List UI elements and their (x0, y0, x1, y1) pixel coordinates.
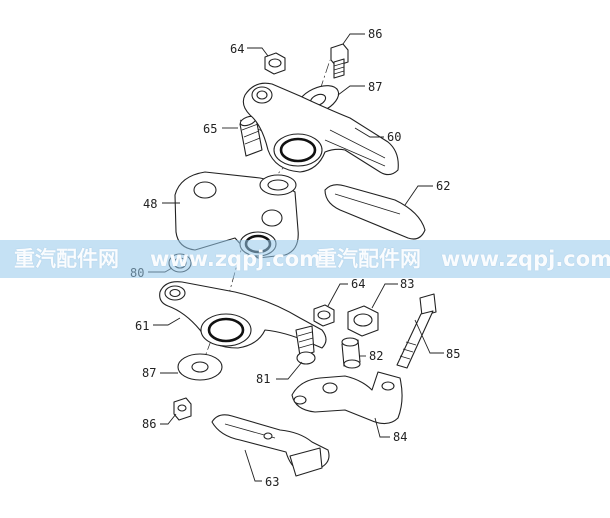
label-60: 60 (387, 130, 401, 144)
part-62-rocker-pad (324, 184, 426, 240)
part-64-nut-lower (313, 304, 335, 327)
part-87-washer-lower (177, 353, 223, 381)
watermark-text-3: 重汽配件网 (316, 247, 421, 271)
label-81: 81 (256, 372, 270, 386)
part-65-pin (239, 115, 263, 157)
label-64-lower: 64 (351, 277, 365, 291)
label-63: 63 (265, 475, 279, 489)
watermark-band (0, 240, 610, 278)
label-64-top: 64 (230, 42, 244, 56)
label-61: 61 (135, 319, 149, 333)
part-61-rocker-arm (159, 281, 327, 349)
part-86-screw-lower (173, 397, 192, 421)
part-63-rocker-with-pad (211, 414, 330, 477)
part-64-nut-top (264, 52, 286, 75)
label-87-top: 87 (368, 80, 382, 94)
label-65: 65 (203, 122, 217, 136)
part-85-bolt (396, 293, 437, 369)
part-86-screw-top (330, 43, 349, 79)
label-86-lower: 86 (142, 417, 156, 431)
part-number-labels: 64 86 87 65 60 62 48 80 61 64 83 82 85 8… (130, 27, 460, 489)
label-84: 84 (393, 430, 407, 444)
watermark-text-4: www.zqpj.com (441, 247, 610, 271)
part-81-adjusting-screw (295, 325, 316, 365)
watermark-text-1: 重汽配件网 (14, 247, 119, 271)
part-84-bracket (291, 371, 403, 425)
part-60-rocker-arm (242, 82, 399, 176)
part-83-nut (347, 305, 379, 337)
label-85: 85 (446, 347, 460, 361)
part-82-spacer (341, 337, 361, 369)
label-48: 48 (143, 197, 157, 211)
label-82: 82 (369, 349, 383, 363)
label-87-lower: 87 (142, 366, 156, 380)
label-83: 83 (400, 277, 414, 291)
label-86-top: 86 (368, 27, 382, 41)
label-62: 62 (436, 179, 450, 193)
watermark-text-2: www.zqpj.com (150, 247, 322, 271)
